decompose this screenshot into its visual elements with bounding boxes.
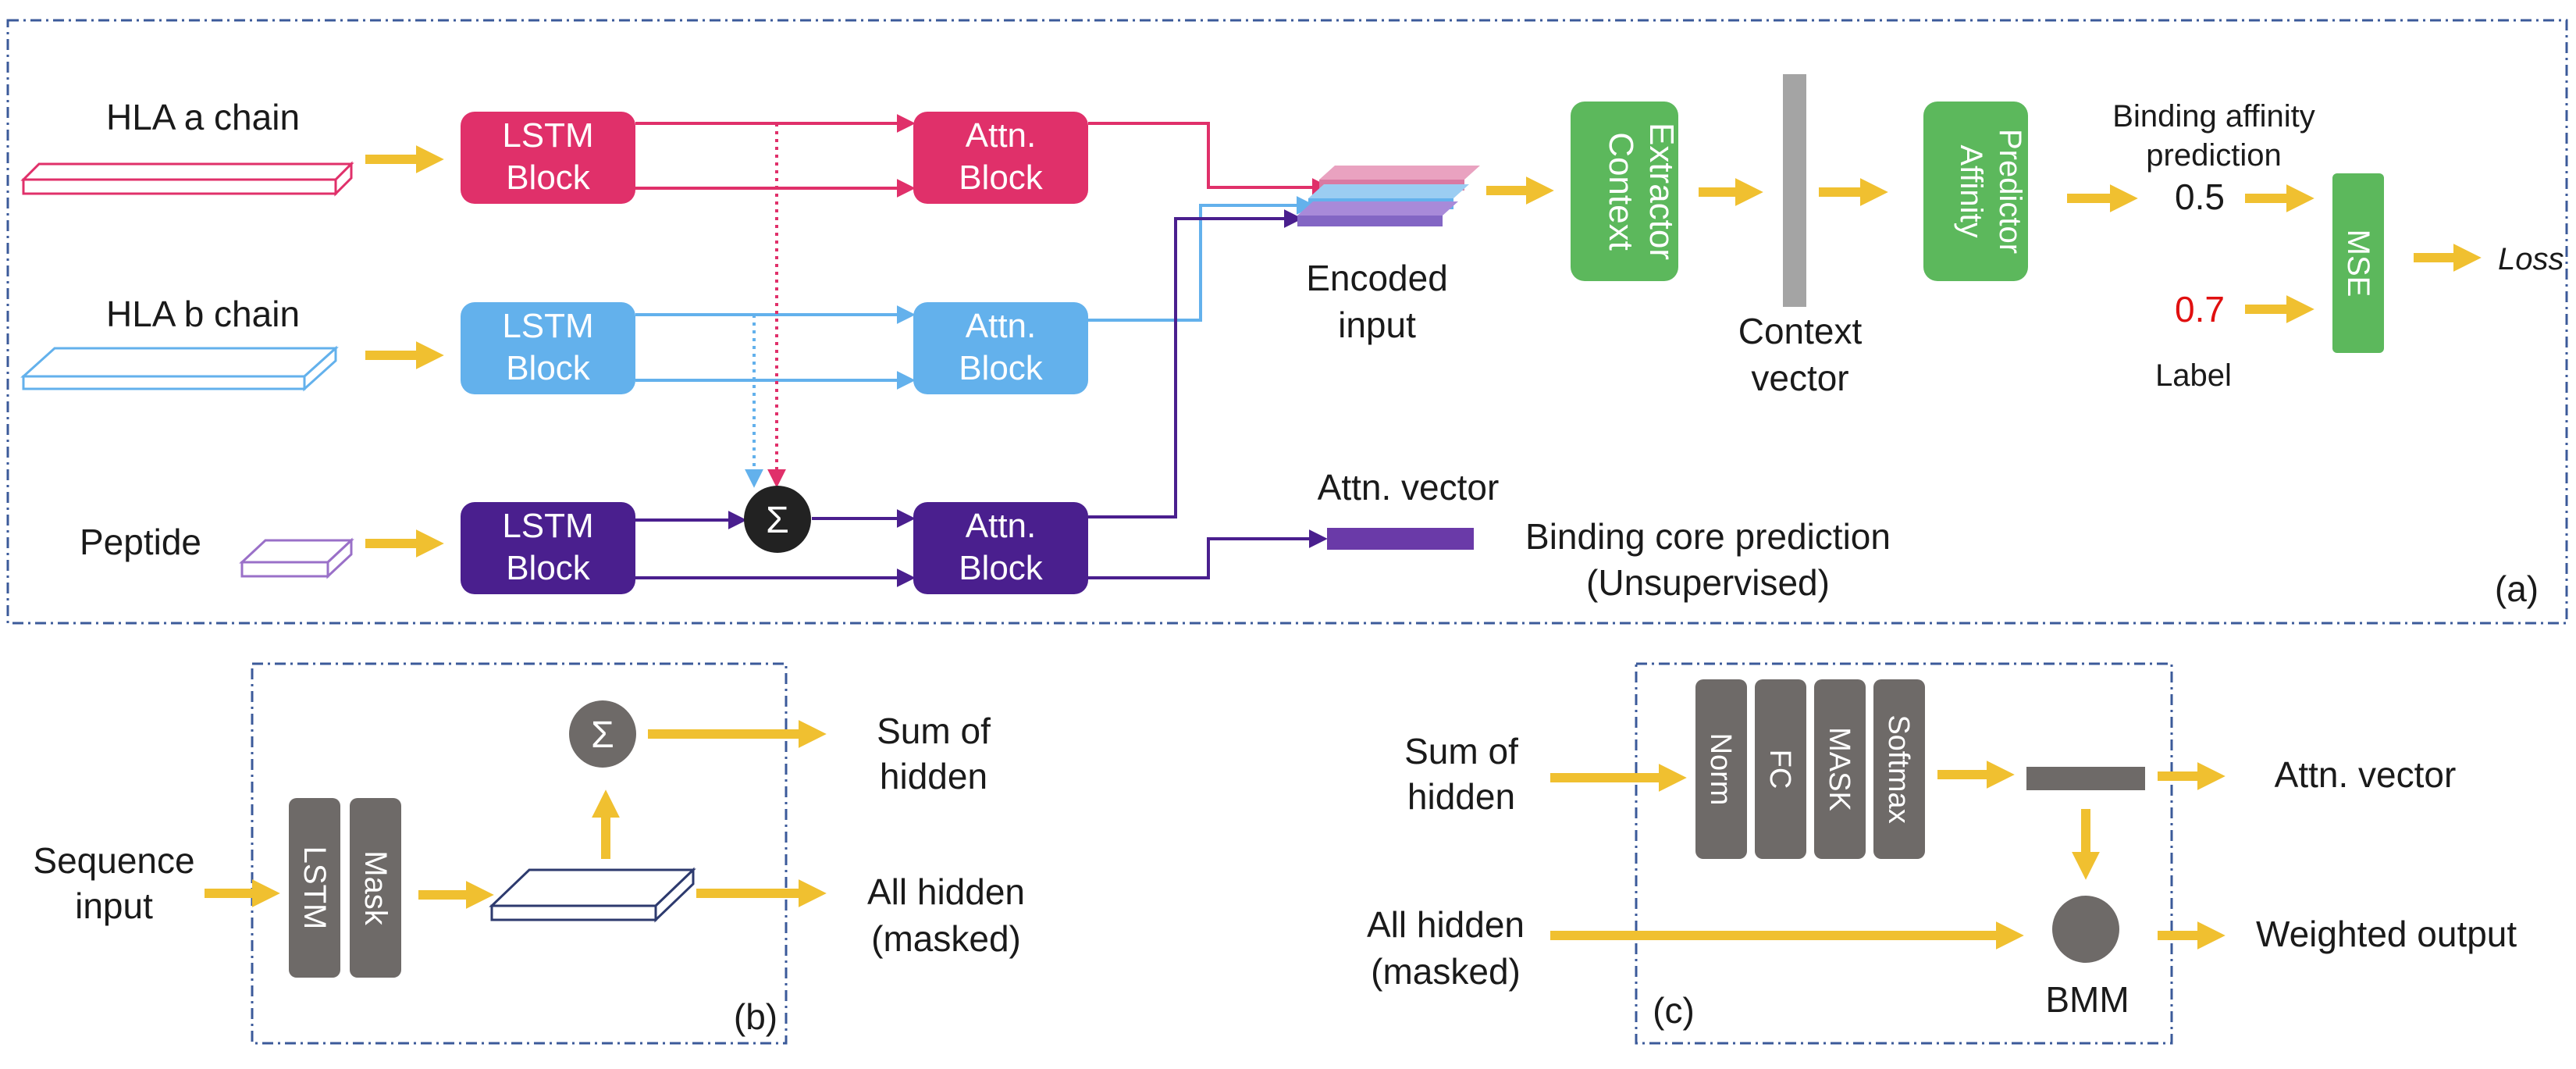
label-text: Label [2155,358,2232,393]
c-attn-vector-bar [2026,767,2145,790]
attn-a-line1: Attn. [966,116,1037,155]
affinity-predictor-line2: Predictor [1993,129,2027,254]
attn-a-line2: Block [959,159,1044,197]
lstm-p-line1: LSTM [502,507,593,545]
edge-attn-p-to-encoded [1088,209,1303,518]
b-mask-label: Mask [358,850,393,926]
c-fc-label: FC [1763,750,1796,789]
peptide-slab [239,537,354,579]
mse-label: MSE [2341,230,2375,298]
panel-a-border [6,19,2568,625]
edge-attn-b-to-encoded [1088,196,1315,322]
b-sum-node: Σ [569,700,636,768]
encoded-input-stack [1297,166,1480,226]
attn-vector-label: Attn. vector [1318,467,1500,508]
c-norm-label: Norm [1704,733,1737,806]
hla-b-slab [20,345,339,392]
b-lstm-block: LSTM [289,798,340,978]
attn-b-line1: Attn. [966,307,1037,345]
c-attn-vector-label: Attn. vector [2275,754,2457,795]
c-weighted-output-label: Weighted output [2256,914,2517,954]
binding-core-line2: (Unsupervised) [1586,562,1830,603]
b-mask-block: Mask [350,798,401,978]
attn-block-hla-a: Attn. Block [913,112,1088,204]
prediction-value: 0.5 [2175,176,2225,217]
c-softmax-label: Softmax [1882,714,1915,823]
context-extractor-line2: Extractor [1642,123,1681,260]
affinity-predictor-block: Affinity Predictor [1923,102,2028,281]
lstm-a-line2: Block [506,159,591,197]
sum-symbol-a: Σ [766,500,789,541]
b-input-line2: input [75,885,153,926]
encoded-line2: input [1338,305,1416,345]
c-bmm-node [2052,896,2119,963]
mse-block: MSE [2332,173,2384,353]
attn-p-line1: Attn. [966,507,1037,545]
binding-core-line1: Binding core prediction [1525,516,1891,557]
encoded-line1: Encoded [1306,258,1448,298]
label-value: 0.7 [2175,289,2225,330]
c-fc-block: FC [1755,679,1806,859]
attn-b-line2: Block [959,349,1044,387]
attn-p-line2: Block [959,549,1044,587]
lstm-b-line2: Block [506,349,591,387]
context-extractor-block: Context Extractor [1571,102,1681,281]
b-hidden-slab [489,867,696,923]
c-bmm-label: BMM [2045,979,2129,1020]
panel-c-tag: (c) [1653,990,1695,1031]
sum-node-a: Σ [744,486,811,553]
context-vector-line1: Context [1738,311,1863,351]
hla-a-label: HLA a chain [106,97,300,137]
affinity-predictor-line1: Affinity [1954,144,1988,237]
b-lstm-label: LSTM [297,846,332,930]
lstm-block-hla-a: LSTM Block [461,112,635,204]
b-all-line2: (masked) [871,918,1021,959]
b-sum-line1: Sum of [877,711,991,751]
panel-b-tag: (b) [734,996,777,1037]
edge-attn-a-to-encoded [1088,122,1331,197]
c-norm-block: Norm [1695,679,1747,859]
c-sum-line2: hidden [1407,776,1515,817]
b-sum-symbol: Σ [591,714,614,756]
hla-b-label: HLA b chain [106,294,300,334]
attn-block-peptide: Attn. Block [913,502,1088,594]
hla-a-slab [20,161,354,197]
lstm-p-line2: Block [506,549,591,587]
panel-b-border [251,662,788,1045]
c-mask-label: MASK [1823,727,1856,811]
lstm-a-line1: LSTM [502,116,593,155]
binding-affinity-line2: prediction [2146,138,2281,173]
c-all-line1: All hidden [1367,904,1525,945]
context-vector-line2: vector [1751,358,1848,398]
c-sum-line1: Sum of [1404,731,1518,771]
b-sum-line2: hidden [880,756,987,796]
c-mask-block: MASK [1814,679,1866,859]
b-input-line1: Sequence [33,840,194,881]
lstm-block-hla-b: LSTM Block [461,302,635,394]
c-softmax-block: Softmax [1873,679,1925,859]
lstm-b-line1: LSTM [502,307,593,345]
panel-a-tag: (a) [2495,568,2539,609]
attn-block-hla-b: Attn. Block [913,302,1088,394]
lstm-block-peptide: LSTM Block [461,502,635,594]
c-all-line2: (masked) [1371,951,1521,992]
context-extractor-line1: Context [1602,132,1640,251]
binding-affinity-line1: Binding affinity [2112,99,2314,134]
loss-label: Loss [2498,242,2564,276]
attn-vector-bar [1327,528,1474,550]
context-vector-bar [1783,74,1806,307]
edge-attn-p-to-attn-vector [1088,529,1328,579]
b-all-line1: All hidden [867,871,1025,912]
panel-c-border [1635,662,2173,1045]
peptide-label: Peptide [80,522,201,562]
